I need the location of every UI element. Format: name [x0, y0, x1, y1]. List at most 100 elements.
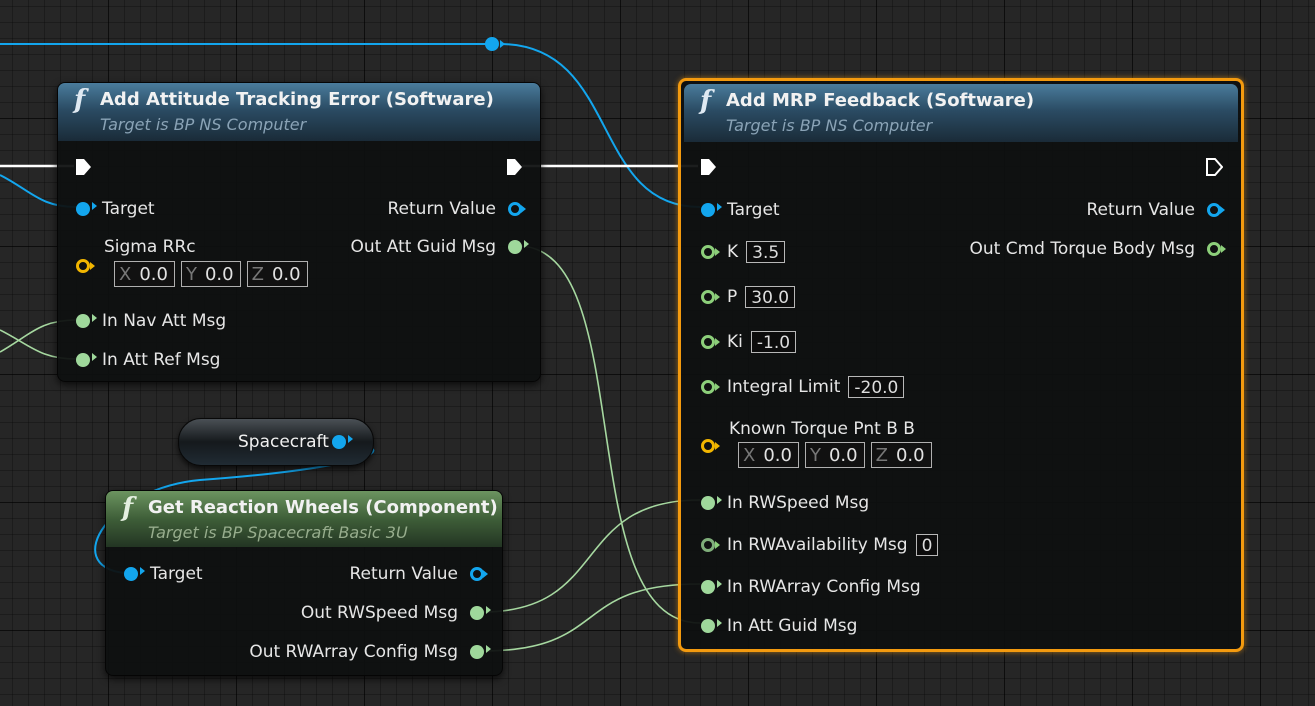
node-title: Add Attitude Tracking Error (Software) — [100, 89, 494, 110]
pin-row-target[interactable]: Target — [701, 198, 780, 222]
struct-pin-icon — [701, 496, 722, 510]
axis-label: Z — [251, 263, 264, 285]
struct-pin-icon — [76, 314, 97, 328]
struct-pin-icon — [508, 240, 529, 254]
pin-row-out-rw-speed[interactable]: Out RWSpeed Msg — [300, 601, 491, 625]
sigma-y-field[interactable]: Y 0.0 — [180, 261, 241, 287]
k-value-field[interactable]: 3.5 — [746, 241, 786, 263]
axis-value: 0.0 — [204, 263, 234, 285]
p-value-field[interactable]: 30.0 — [745, 286, 796, 308]
pin-row-return-value[interactable]: Return Value — [1087, 198, 1225, 222]
float-pin-icon — [701, 245, 720, 259]
pin-row-in-nav-att[interactable]: In Nav Att Msg — [76, 309, 226, 333]
function-icon: f — [74, 85, 86, 115]
reroute-knot-arrow — [500, 40, 505, 48]
float-pin-icon — [701, 380, 720, 394]
pin-row-in-att-ref[interactable]: In Att Ref Msg — [76, 348, 220, 372]
pin-row-known-torque[interactable]: Known Torque Pnt B B — [701, 417, 915, 441]
pin-row-out-cmd-torque[interactable]: Out Cmd Torque Body Msg — [970, 237, 1226, 261]
enum-pin-icon — [701, 538, 720, 552]
exec-out-pin[interactable] — [1205, 158, 1223, 176]
axis-value: 0.0 — [895, 444, 925, 466]
pin-row-in-rw-array-config[interactable]: In RWArray Config Msg — [701, 575, 921, 599]
exec-in-pin[interactable] — [74, 158, 92, 176]
integral-limit-value-field[interactable]: -20.0 — [848, 376, 905, 398]
struct-pin-icon — [701, 619, 722, 633]
pin-label: Out Att Guid Msg — [350, 237, 496, 257]
wire-rw-array-config — [481, 583, 701, 652]
object-pin-icon — [508, 202, 526, 216]
pin-row-return-value[interactable]: Return Value — [349, 562, 488, 586]
node-subtitle: Target is BP NS Computer — [100, 115, 307, 134]
struct-pin-icon — [470, 606, 491, 620]
pin-label: In RWArray Config Msg — [727, 577, 921, 597]
rw-availability-value-field[interactable]: 0 — [915, 534, 939, 556]
axis-label: X — [743, 444, 756, 466]
object-pin-icon[interactable] — [332, 435, 353, 449]
pin-label: In RWSpeed Msg — [727, 493, 870, 513]
sigma-vector-editor: X 0.0 Y 0.0 Z 0.0 — [114, 261, 314, 287]
axis-label: X — [119, 263, 132, 285]
pin-row-out-rw-array-config[interactable]: Out RWArray Config Msg — [249, 640, 491, 664]
pin-row-target[interactable]: Target — [124, 562, 203, 586]
object-pin-icon — [701, 203, 722, 217]
pin-label: Known Torque Pnt B B — [729, 419, 915, 439]
exec-in-pin[interactable] — [699, 158, 717, 176]
struct-pin-icon — [701, 580, 722, 594]
axis-value: 0.0 — [271, 263, 301, 285]
node-title: Add MRP Feedback (Software) — [726, 90, 1035, 111]
pin-label: Target — [150, 564, 203, 584]
wire-att-guid — [517, 245, 701, 624]
node-add-attitude-tracking-error[interactable]: f Add Attitude Tracking Error (Software)… — [57, 82, 541, 382]
vector-pin-icon[interactable] — [76, 259, 95, 273]
pin-row-out-att-guid[interactable]: Out Att Guid Msg — [350, 235, 529, 259]
struct-pin-icon — [470, 645, 491, 659]
wire-rw-speed — [481, 499, 701, 613]
pin-label: Out RWArray Config Msg — [249, 642, 458, 662]
pin-row-ki[interactable]: Ki -1.0 — [701, 330, 797, 354]
exec-out-pin[interactable] — [505, 158, 523, 176]
pin-row-target[interactable]: Target — [76, 197, 155, 221]
node-header[interactable]: f Add MRP Feedback (Software) Target is … — [684, 84, 1238, 142]
pin-row-integral-limit[interactable]: Integral Limit -20.0 — [701, 375, 905, 399]
pin-row-sigma-rrc[interactable]: Sigma RRc — [76, 235, 196, 259]
object-pin-icon — [470, 567, 488, 581]
pin-label: Target — [727, 200, 780, 220]
pin-row-p[interactable]: P 30.0 — [701, 285, 796, 309]
node-header[interactable]: f Get Reaction Wheels (Component) Target… — [106, 491, 502, 547]
pin-label: Ki — [727, 332, 743, 352]
pin-label: Out RWSpeed Msg — [300, 603, 458, 623]
pin-row-k[interactable]: K 3.5 — [701, 240, 786, 264]
ki-value-field[interactable]: -1.0 — [750, 331, 797, 353]
axis-label: Y — [809, 444, 821, 466]
float-pin-icon — [701, 290, 720, 304]
function-icon: f — [122, 493, 134, 523]
sigma-z-field[interactable]: Z 0.0 — [246, 261, 308, 287]
sigma-x-field[interactable]: X 0.0 — [114, 261, 175, 287]
object-pin-icon — [1207, 203, 1225, 217]
pin-row-in-rw-speed[interactable]: In RWSpeed Msg — [701, 491, 869, 515]
pin-label: In Nav Att Msg — [102, 311, 227, 331]
variable-label: Spacecraft — [238, 432, 329, 452]
reroute-knot[interactable] — [485, 37, 499, 51]
node-title: Get Reaction Wheels (Component) — [148, 497, 498, 518]
node-header[interactable]: f Add Attitude Tracking Error (Software)… — [58, 83, 540, 141]
axis-value: 0.0 — [139, 263, 168, 285]
pin-row-return-value[interactable]: Return Value — [388, 197, 526, 221]
pin-label: In Att Guid Msg — [727, 616, 858, 636]
vector-pin-icon[interactable] — [701, 439, 720, 453]
pin-label: Return Value — [349, 564, 459, 584]
node-add-mrp-feedback[interactable]: f Add MRP Feedback (Software) Target is … — [678, 78, 1244, 652]
pin-label: In Att Ref Msg — [102, 350, 221, 370]
node-get-reaction-wheels[interactable]: f Get Reaction Wheels (Component) Target… — [105, 490, 503, 676]
pin-row-in-rw-availability[interactable]: In RWAvailability Msg 0 — [701, 533, 939, 557]
axis-label: Y — [185, 263, 197, 285]
pin-row-in-att-guid[interactable]: In Att Guid Msg — [701, 614, 857, 638]
node-subtitle: Target is BP Spacecraft Basic 3U — [148, 523, 408, 542]
pin-label: Integral Limit — [727, 377, 841, 397]
variable-node-spacecraft[interactable]: Spacecraft — [178, 418, 374, 466]
